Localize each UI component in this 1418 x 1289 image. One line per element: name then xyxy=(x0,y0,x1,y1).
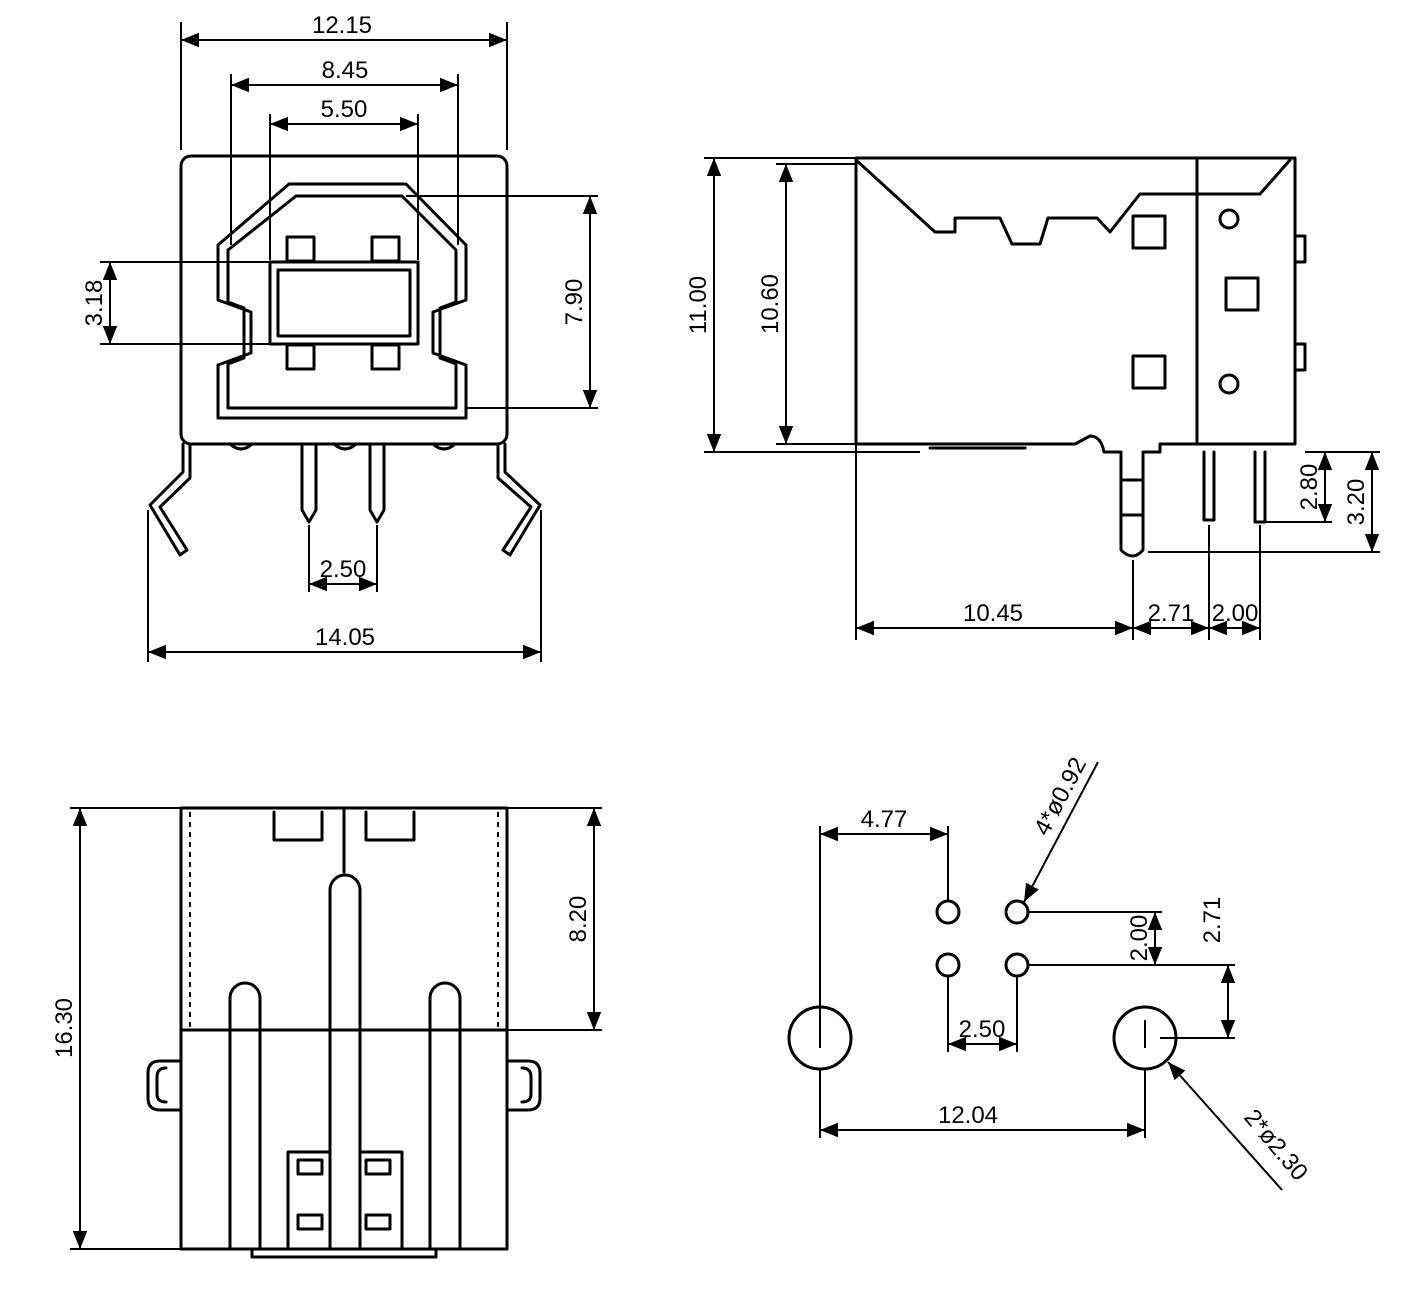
front-top-width: 12.15 xyxy=(312,12,372,39)
pcb-pin-pitch-x: 2.50 xyxy=(959,1016,1006,1043)
side-length: 10.45 xyxy=(963,600,1023,627)
bottom-front-depth: 8.20 xyxy=(565,896,592,943)
front-overall-width: 14.05 xyxy=(315,624,375,651)
pcb-post-offset-y: 2.71 xyxy=(1199,897,1226,944)
side-pin-spacing: 2.00 xyxy=(1212,600,1259,627)
front-view: 12.15 8.45 5.50 3.18 7.90 2.50 14.05 xyxy=(81,12,598,662)
front-inner-width: 5.50 xyxy=(321,96,368,123)
side-body-height: 10.60 xyxy=(757,274,784,334)
side-view: 11.00 10.60 10.45 2.71 2.00 2.80 3.20 xyxy=(685,156,1380,640)
bottom-view: 16.30 8.20 xyxy=(51,806,602,1259)
side-overall-height: 11.00 xyxy=(685,276,712,334)
side-post-offset: 2.71 xyxy=(1148,600,1195,627)
pcb-post-holes: 2*ø2.30 xyxy=(1238,1104,1313,1186)
front-pin-pitch: 2.50 xyxy=(320,556,367,583)
side-pin-length-short: 2.80 xyxy=(1296,464,1323,511)
pcb-pin-holes: 4*ø0.92 xyxy=(1029,753,1092,840)
pcb-pin-pitch-y: 2.00 xyxy=(1126,915,1153,962)
side-pin-length-long: 3.20 xyxy=(1343,479,1370,526)
pcb-post-spacing: 12.04 xyxy=(938,1102,998,1129)
front-outer-width: 8.45 xyxy=(322,57,369,84)
bottom-overall-length: 16.30 xyxy=(51,998,78,1058)
pcb-offset-x: 4.77 xyxy=(861,806,908,833)
front-opening-height: 7.90 xyxy=(561,279,588,326)
pcb-layout: 4.77 4*ø0.92 2.50 2.00 2.71 12.04 2*ø2.3… xyxy=(787,753,1313,1191)
front-inner-height: 3.18 xyxy=(81,280,108,327)
